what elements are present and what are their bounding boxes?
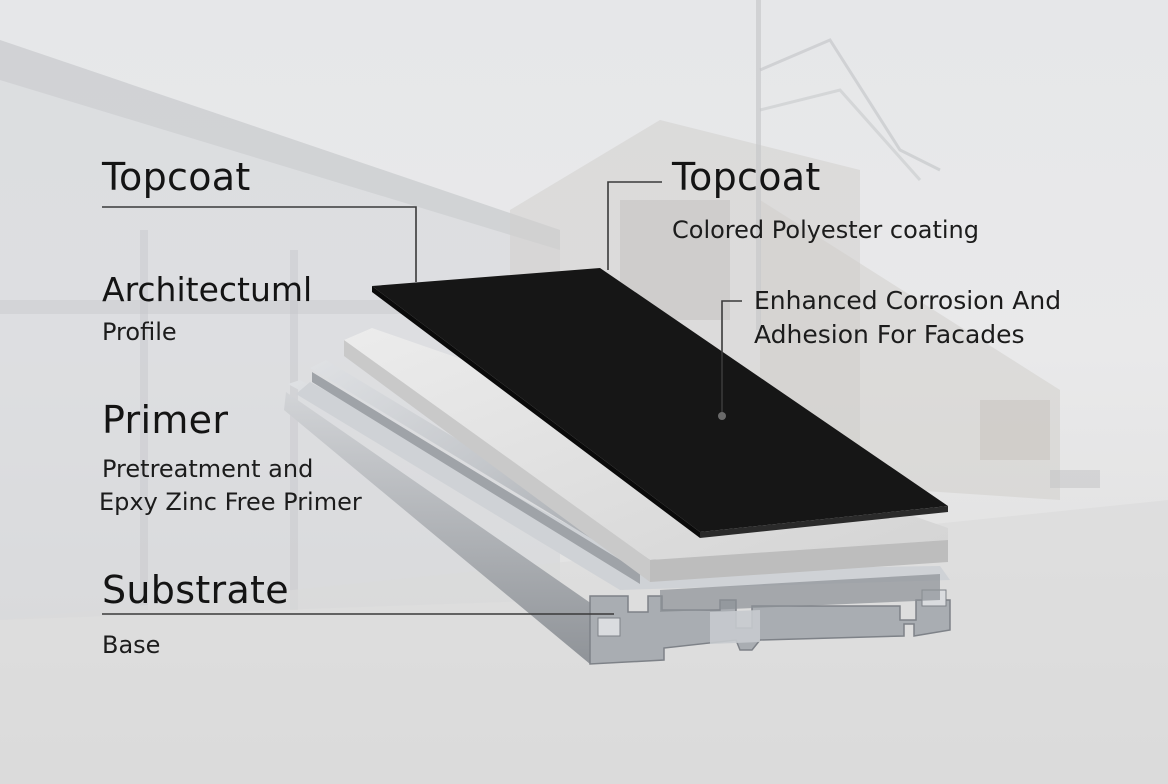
right-topcoat-title: Topcoat bbox=[672, 155, 821, 199]
primer-subtitle-line1: Pretreatment and bbox=[102, 455, 314, 483]
left-topcoat-title: Topcoat bbox=[102, 155, 251, 199]
leader-corrosion bbox=[721, 300, 742, 414]
right-topcoat-subtitle: Colored Polyester coating bbox=[672, 216, 979, 244]
primer-title: Primer bbox=[102, 398, 229, 442]
substrate-title: Substrate bbox=[102, 568, 289, 612]
profile-title: Architectuml bbox=[102, 270, 313, 309]
primer-subtitle-line2: Epxy Zinc Free Primer bbox=[99, 488, 362, 516]
substrate-subtitle: Base bbox=[102, 631, 161, 659]
leader-left-topcoat bbox=[102, 206, 417, 282]
corrosion-line2: Adhesion For Facades bbox=[754, 320, 1025, 349]
leader-corrosion-dot bbox=[718, 412, 726, 420]
leader-right-topcoat bbox=[607, 181, 662, 270]
profile-subtitle: Profile bbox=[102, 318, 177, 346]
topcoat-layer bbox=[372, 268, 948, 538]
corrosion-line1: Enhanced Corrosion And bbox=[754, 286, 1062, 315]
leader-lines bbox=[102, 181, 742, 615]
